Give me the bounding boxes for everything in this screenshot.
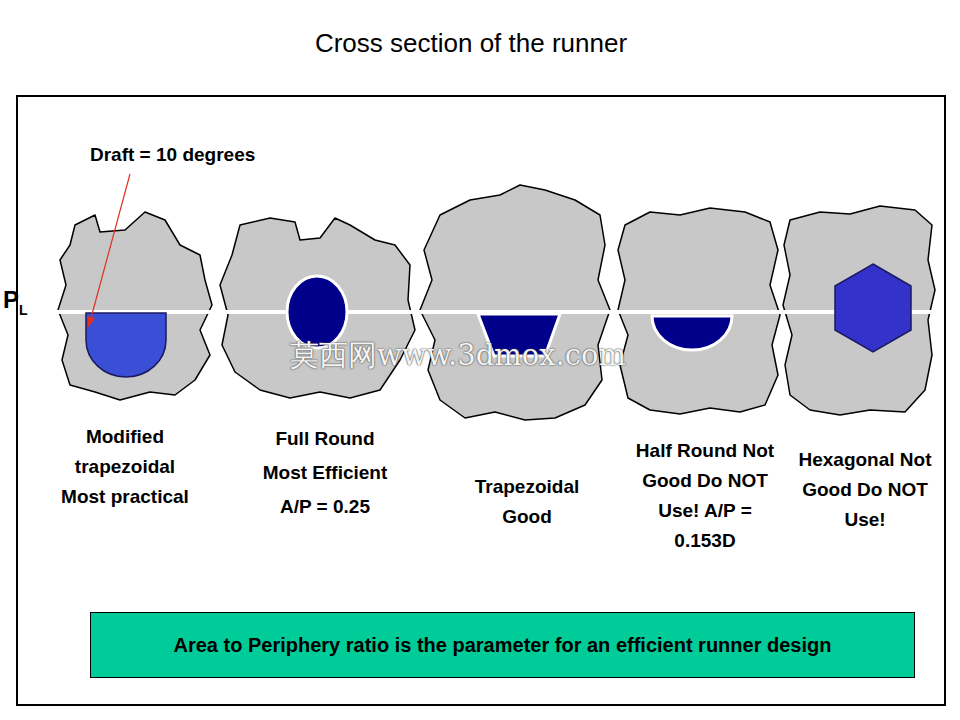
note-box: Area to Periphery ratio is the parameter… bbox=[90, 612, 915, 678]
runner-caption: Hexagonal Not Good Do NOT Use! bbox=[790, 445, 940, 535]
parting-line-symbol: P bbox=[3, 286, 19, 314]
runner-caption: Modified trapezoidal Most practical bbox=[58, 422, 192, 512]
hexagonal-runner bbox=[835, 264, 911, 352]
half-round-runner bbox=[652, 316, 732, 350]
runner-caption: Full Round Most Efficient A/P = 0.25 bbox=[258, 422, 392, 524]
callout-text: Draft = 10 degrees bbox=[90, 144, 255, 166]
parting-line-subscript: L bbox=[19, 302, 28, 318]
modified-trapezoidal-runner bbox=[86, 313, 166, 377]
note-text: Area to Periphery ratio is the parameter… bbox=[174, 634, 832, 657]
frame bbox=[17, 96, 945, 705]
watermark: 莫西网www.3dmox.com bbox=[290, 336, 626, 376]
full-round-runner bbox=[287, 276, 347, 348]
draft-leader bbox=[87, 174, 130, 328]
mold-section bbox=[420, 185, 610, 420]
runner-caption: Trapezoidal Good bbox=[460, 472, 594, 532]
title: Cross section of the runner bbox=[0, 28, 942, 59]
runner-caption: Half Round Not Good Do NOT Use! A/P = 0.… bbox=[630, 436, 780, 556]
mold-section bbox=[58, 212, 212, 400]
